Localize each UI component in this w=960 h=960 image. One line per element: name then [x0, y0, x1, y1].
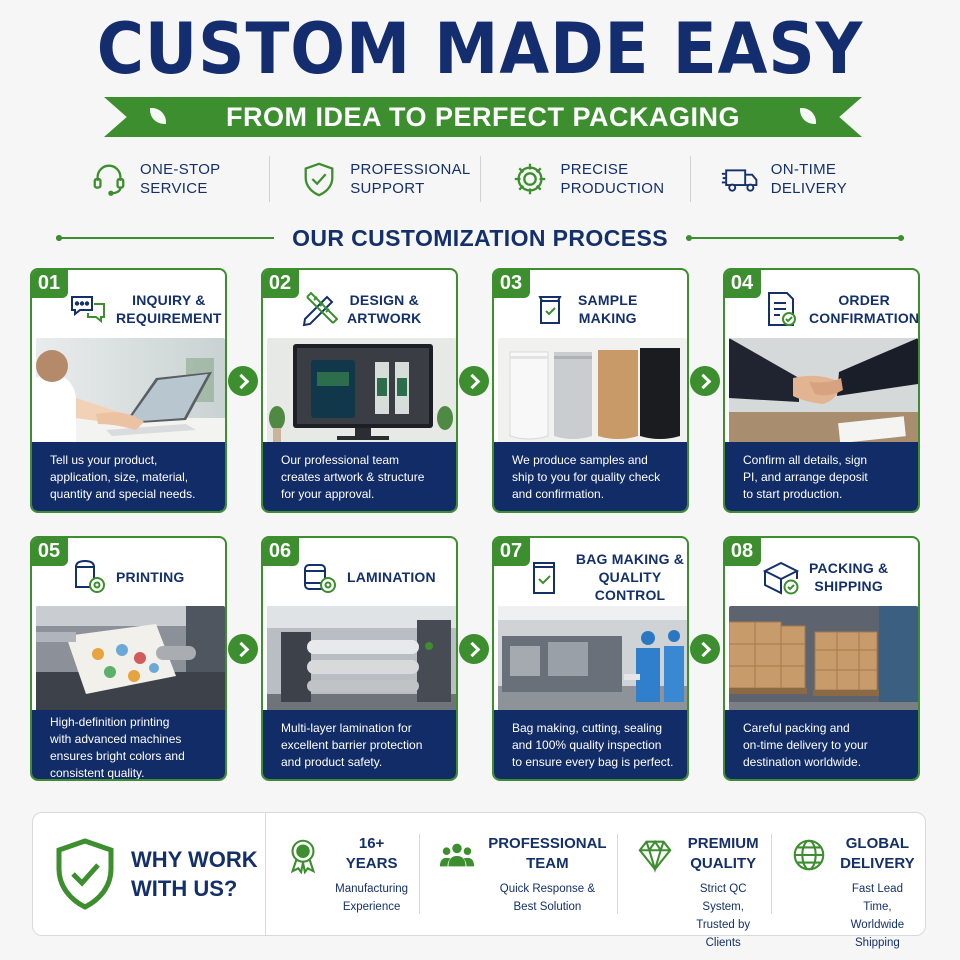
step-card-bag-making: 07 BAG MAKING & QUALITY CONTROL Bag maki…	[492, 536, 689, 781]
qc-workers-photo	[498, 606, 687, 712]
why-item-subtitle: Manufacturing Experience	[335, 883, 409, 913]
diamond-icon	[638, 839, 672, 873]
feature-label: ON-TIME DELIVERY	[770, 161, 848, 197]
step-title: DESIGN & ARTWORK	[347, 292, 422, 326]
handshake-photo	[729, 338, 918, 444]
why-item-subtitle: Quick Response & Best Solution	[499, 883, 596, 913]
why-item-title: PROFESSIONAL TEAM	[488, 835, 607, 872]
next-arrow-icon	[690, 366, 720, 396]
step-card-printing: 05 PRINTING High-definition printing wit…	[30, 536, 227, 781]
why-item-title: 16+ YEARS	[345, 835, 398, 872]
step-number: 04	[725, 270, 761, 298]
feature-label: ONE-STOP SERVICE	[140, 161, 221, 197]
step-description: High-definition printing with advanced m…	[32, 710, 225, 779]
main-title: CUSTOM MADE EASY	[96, 8, 864, 90]
shield-check-icon	[304, 162, 334, 197]
feature-delivery: ON-TIME DELIVERY	[689, 156, 900, 202]
pencil-ruler-icon	[302, 291, 339, 327]
step-card-packing: 08 PACKING & SHIPPING Careful packing an…	[723, 536, 920, 781]
globe-icon	[793, 839, 825, 871]
step-description: Multi-layer lamination for excellent bar…	[263, 710, 456, 779]
step-number: 02	[263, 270, 299, 298]
step-card-lamination: 06 LAMINATION Multi-layer lamination for…	[261, 536, 458, 781]
step-description: Bag making, cutting, sealing and 100% qu…	[494, 710, 687, 779]
why-item-subtitle: Fast Lead Time, Worldwide Shipping	[850, 883, 905, 949]
step-number: 03	[494, 270, 530, 298]
why-title: WHY WORK WITH US?	[131, 847, 258, 901]
why-item-team: PROFESSIONAL TEAM Quick Response & Best …	[419, 834, 616, 914]
step-title: PACKING & SHIPPING	[809, 560, 889, 594]
step-card-inquiry: 01 INQUIRY & REQUIREMENT Tell us your pr…	[30, 268, 227, 513]
next-arrow-icon	[228, 634, 258, 664]
next-arrow-icon	[690, 634, 720, 664]
film-roll-icon	[304, 564, 336, 593]
step-description: Our professional team creates artwork & …	[263, 442, 456, 511]
step-title: BAG MAKING & QUALITY CONTROL	[575, 551, 685, 603]
bag-check-icon	[533, 562, 555, 594]
step-number: 07	[494, 538, 530, 566]
step-description: We produce samples and ship to you for q…	[494, 442, 687, 511]
why-item-subtitle: Strict QC System, Trusted by Clients	[696, 883, 751, 949]
feature-bar: ONE-STOP SERVICE PROFESSIONAL SUPPORT PR…	[60, 156, 900, 202]
leaf-icon	[800, 108, 816, 124]
why-item-title: GLOBAL DELIVERY	[840, 835, 915, 872]
design-monitor-photo	[267, 338, 456, 444]
step-description: Careful packing and on-time delivery to …	[725, 710, 918, 779]
step-title: SAMPLE MAKING	[578, 292, 638, 326]
leaf-icon	[150, 108, 166, 124]
truck-icon	[721, 169, 758, 192]
step-description: Tell us your product, application, size,…	[32, 442, 225, 511]
why-item-years: 16+ YEARS Manufacturing Experience	[266, 834, 419, 914]
step-card-design: 02 DESIGN & ARTWORK Our professional tea…	[261, 268, 458, 513]
gear-icon	[514, 163, 545, 195]
step-card-order: 04 ORDER CONFIRMATION Confirm all detail…	[723, 268, 920, 513]
document-check-icon	[768, 292, 796, 326]
subtitle-ribbon: FROM IDEA TO PERFECT PACKAGING	[104, 97, 862, 137]
office-photo	[36, 338, 225, 444]
divider	[685, 235, 905, 241]
feature-production: PRECISE PRODUCTION	[479, 156, 690, 202]
step-number: 08	[725, 538, 761, 566]
feature-support: PROFESSIONAL SUPPORT	[269, 156, 479, 202]
next-arrow-icon	[228, 366, 258, 396]
step-number: 05	[32, 538, 68, 566]
headset-icon	[93, 164, 125, 196]
warehouse-boxes-photo	[729, 606, 918, 712]
process-heading: OUR CUSTOMIZATION PROCESS	[56, 222, 905, 254]
printing-machine-photo	[36, 606, 225, 712]
team-icon	[440, 843, 475, 867]
section-title: OUR CUSTOMIZATION PROCESS	[292, 224, 668, 251]
step-title: PRINTING	[116, 569, 185, 585]
step-title: LAMINATION	[347, 569, 436, 585]
printer-icon	[75, 559, 105, 593]
sample-pouches-photo	[498, 338, 687, 444]
award-badge-icon	[290, 839, 316, 874]
feature-one-stop: ONE-STOP SERVICE	[60, 156, 269, 202]
why-item-title: PREMIUM QUALITY	[687, 835, 759, 872]
why-panel: WHY WORK WITH US? 16+ YEARS Manufacturin…	[32, 812, 926, 949]
why-item-quality: PREMIUM QUALITY Strict QC System, Truste…	[616, 834, 771, 949]
subtitle: FROM IDEA TO PERFECT PACKAGING	[225, 101, 740, 132]
box-check-icon	[762, 561, 800, 595]
next-arrow-icon	[459, 366, 489, 396]
step-number: 01	[32, 270, 68, 298]
step-number: 06	[263, 538, 299, 566]
why-item-delivery: GLOBAL DELIVERY Fast Lead Time, Worldwid…	[770, 834, 925, 949]
step-title: ORDER CONFIRMATION	[809, 292, 920, 326]
chat-bubbles-icon	[71, 296, 105, 324]
lamination-machine-photo	[267, 606, 456, 712]
step-title: INQUIRY & REQUIREMENT	[116, 292, 222, 326]
feature-label: PRECISE PRODUCTION	[560, 161, 665, 197]
step-description: Confirm all details, sign PI, and arrang…	[725, 442, 918, 511]
pouch-icon	[538, 296, 562, 324]
step-card-sample: 03 SAMPLE MAKING We produce samples and …	[492, 268, 689, 513]
shield-check-icon	[56, 838, 114, 910]
feature-label: PROFESSIONAL SUPPORT	[350, 161, 471, 197]
next-arrow-icon	[459, 634, 489, 664]
divider	[56, 235, 275, 241]
